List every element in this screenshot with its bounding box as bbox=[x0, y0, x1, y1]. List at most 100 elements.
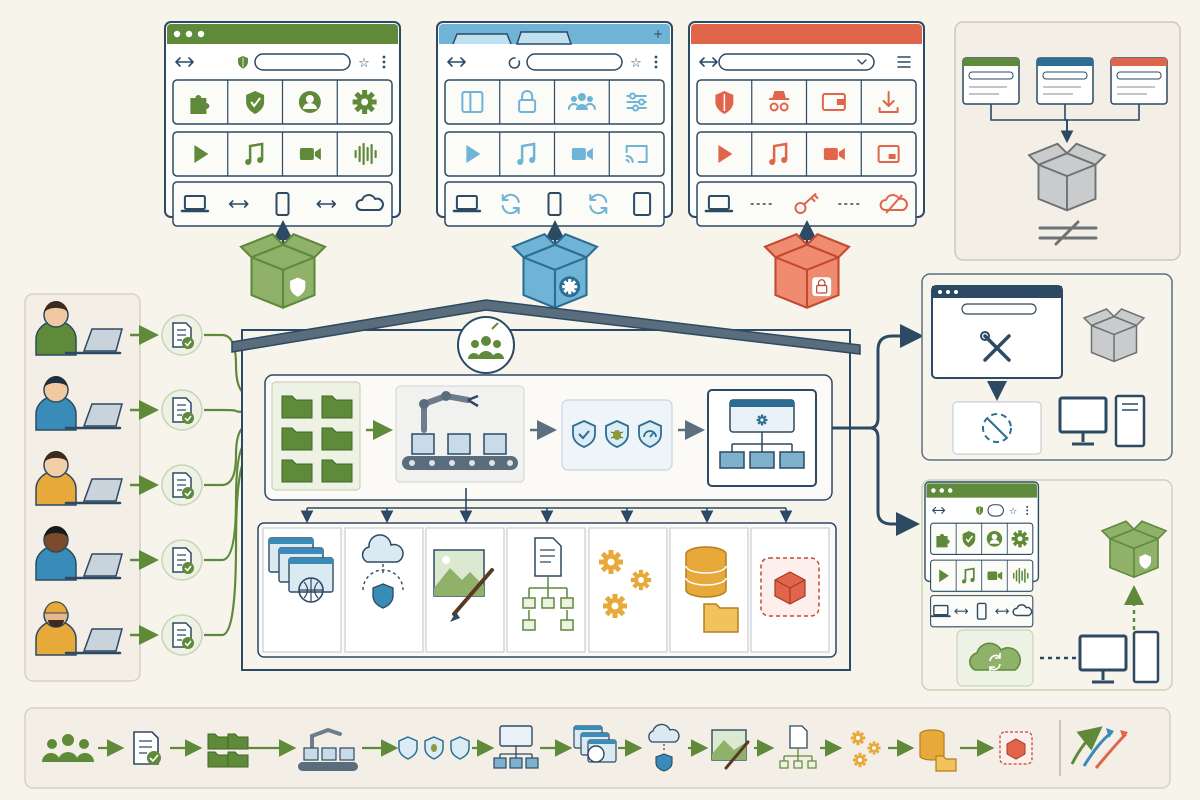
play-icon bbox=[718, 145, 733, 163]
music-note-icon[interactable] bbox=[245, 142, 264, 165]
shield-icon[interactable] bbox=[715, 91, 734, 114]
profile-icon[interactable] bbox=[298, 91, 321, 113]
database-folder-icon bbox=[669, 527, 749, 653]
kebab-menu-icon[interactable] bbox=[654, 55, 658, 69]
feature-row-1 bbox=[444, 79, 665, 125]
shield-icon bbox=[976, 506, 984, 516]
music-note-icon bbox=[961, 567, 975, 584]
audio-wave-icon[interactable] bbox=[1012, 567, 1029, 584]
shield-check-icon[interactable] bbox=[962, 530, 976, 548]
padlock-box-icon bbox=[812, 277, 832, 297]
green-browser-icon: ☆ bbox=[924, 481, 1040, 628]
gear-icon[interactable] bbox=[352, 90, 377, 114]
incognito-icon[interactable] bbox=[769, 91, 790, 112]
address-bar[interactable] bbox=[526, 53, 623, 71]
document-check-icon bbox=[161, 539, 203, 581]
browser-toolbar: ☆ bbox=[175, 53, 386, 71]
refresh-icon bbox=[501, 193, 520, 215]
audio-wave-icon[interactable] bbox=[354, 142, 377, 166]
play-icon[interactable] bbox=[194, 145, 209, 163]
gear-icon bbox=[850, 730, 866, 746]
play-icon[interactable] bbox=[718, 145, 733, 163]
gear-icon bbox=[352, 90, 377, 114]
laptop-icon bbox=[180, 195, 210, 213]
hamburger-menu-icon[interactable] bbox=[897, 56, 911, 68]
wrench-screwdriver-icon bbox=[980, 331, 1011, 362]
kebab-menu-icon[interactable] bbox=[1026, 505, 1029, 515]
puzzle-extension-icon[interactable] bbox=[190, 95, 210, 114]
browser-window-blue: +☆ bbox=[436, 21, 673, 227]
lock-icon[interactable] bbox=[518, 90, 537, 113]
puzzle-extension-icon bbox=[936, 533, 950, 548]
tablet-icon bbox=[633, 192, 652, 216]
address-bar[interactable] bbox=[987, 504, 1004, 517]
feature-row-2 bbox=[696, 131, 917, 177]
play-icon bbox=[194, 145, 209, 163]
feature-row-3 bbox=[930, 595, 1034, 628]
gear-icon bbox=[867, 741, 881, 755]
document-check-icon bbox=[161, 314, 203, 356]
star-icon[interactable]: ☆ bbox=[630, 56, 642, 71]
profile-icon[interactable] bbox=[986, 530, 1003, 547]
key-icon bbox=[794, 193, 819, 214]
document-check-icon bbox=[161, 389, 203, 431]
svg-text:☆: ☆ bbox=[1009, 506, 1017, 517]
refresh-icon bbox=[589, 193, 608, 215]
cloud-icon bbox=[355, 194, 384, 211]
video-camera-icon[interactable] bbox=[571, 148, 593, 160]
profile-icon bbox=[298, 91, 321, 113]
star-icon[interactable]: ☆ bbox=[358, 56, 370, 71]
video-camera-icon[interactable] bbox=[823, 148, 845, 160]
music-note-icon[interactable] bbox=[961, 567, 975, 584]
profile-icon bbox=[986, 530, 1003, 547]
picture-in-picture-icon[interactable] bbox=[877, 145, 900, 163]
address-bar[interactable] bbox=[254, 53, 351, 71]
flow-step-build-config-icon bbox=[493, 725, 539, 769]
star-icon[interactable]: ☆ bbox=[1009, 506, 1017, 517]
gear-icon[interactable] bbox=[1011, 530, 1029, 548]
gear-icon bbox=[603, 594, 627, 618]
toolbar-shield bbox=[976, 506, 984, 516]
shield-icon bbox=[715, 91, 734, 114]
flow-step-gears-icon bbox=[850, 730, 881, 768]
puzzle-extension-icon[interactable] bbox=[936, 533, 950, 548]
music-note-icon[interactable] bbox=[517, 142, 536, 165]
developer-dev-2 bbox=[35, 375, 123, 431]
gear-icon bbox=[630, 569, 652, 591]
security-checks-icon bbox=[561, 399, 673, 471]
sidebar-panel-icon[interactable] bbox=[461, 91, 484, 113]
phone-icon bbox=[976, 602, 987, 620]
sliders-icon bbox=[626, 92, 647, 112]
feature-row-3 bbox=[444, 181, 665, 227]
sliders-icon[interactable] bbox=[626, 92, 647, 112]
feature-row-2 bbox=[930, 559, 1034, 592]
download-icon[interactable] bbox=[878, 91, 899, 113]
gear-icon bbox=[630, 569, 652, 591]
shield-check-icon[interactable] bbox=[246, 91, 265, 114]
video-camera-icon[interactable] bbox=[987, 571, 1003, 580]
group-users-icon bbox=[567, 93, 596, 110]
shield-icon bbox=[238, 55, 248, 69]
address-bar[interactable] bbox=[718, 53, 875, 71]
sidebar-panel-icon bbox=[461, 91, 484, 113]
kebab-menu-icon[interactable] bbox=[382, 55, 386, 69]
music-note-icon[interactable] bbox=[769, 142, 788, 165]
document-check-icon bbox=[161, 464, 203, 506]
flow-step-document-flowchart-icon bbox=[779, 725, 817, 769]
phone-icon bbox=[547, 192, 562, 216]
browser-variants: ☆+☆ bbox=[164, 21, 925, 309]
play-icon bbox=[939, 569, 949, 583]
laptop-icon bbox=[704, 195, 734, 213]
play-icon[interactable] bbox=[466, 145, 481, 163]
cast-icon[interactable] bbox=[625, 145, 648, 163]
group-users-icon[interactable] bbox=[567, 93, 596, 110]
flow-step-web-windows-globe-icon bbox=[573, 725, 617, 763]
factory-roof bbox=[231, 299, 861, 355]
summary-flow-strip bbox=[24, 707, 1171, 789]
play-icon[interactable] bbox=[939, 569, 949, 583]
puzzle-extension-icon bbox=[190, 95, 210, 114]
gears-icon bbox=[588, 527, 668, 653]
video-camera-icon[interactable] bbox=[299, 148, 321, 160]
video-camera-icon bbox=[823, 148, 845, 160]
wallet-icon[interactable] bbox=[821, 93, 846, 111]
